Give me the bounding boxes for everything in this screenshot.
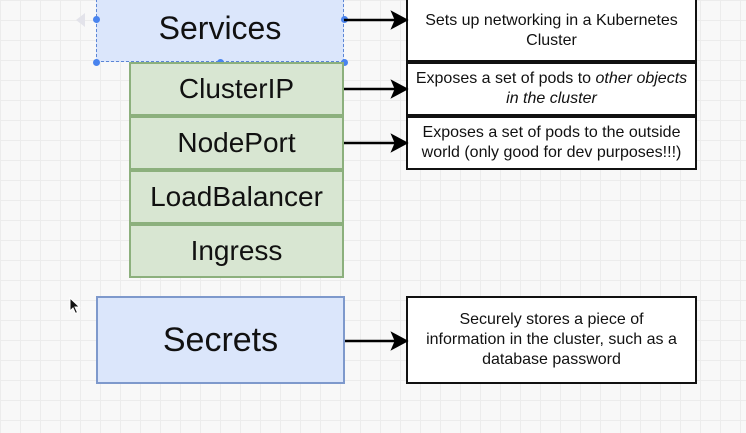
clusterip-description: Exposes a set of pods to other objects i…	[414, 69, 689, 109]
nodeport-arrowhead	[390, 133, 409, 153]
clusterip-description-italic: other objects in the cluster	[506, 70, 688, 107]
collapse-arrow-icon	[76, 13, 85, 27]
services-description: Sets up networking in a Kubernetes Clust…	[425, 12, 678, 49]
mouse-cursor-icon	[69, 297, 81, 315]
secrets-description-box[interactable]: Securely stores a piece of information i…	[406, 296, 697, 384]
nodeport-label: NodePort	[177, 127, 296, 158]
services-label: Services	[158, 9, 282, 46]
secrets-description: Securely stores a piece of information i…	[426, 311, 677, 368]
clusterip-description-box[interactable]: Exposes a set of pods to other objects i…	[406, 62, 697, 116]
nodeport-description-box[interactable]: Exposes a set of pods to the outside wor…	[406, 116, 697, 170]
ingress-box[interactable]: Ingress	[129, 224, 344, 278]
ingress-label: Ingress	[190, 235, 283, 266]
services-arrowhead	[390, 10, 409, 30]
services-description-box[interactable]: Sets up networking in a Kubernetes Clust…	[406, 0, 697, 62]
clusterip-label: ClusterIP	[178, 73, 295, 104]
nodeport-description: Exposes a set of pods to the outside wor…	[421, 124, 682, 161]
resize-handle-bottom-right[interactable]	[341, 59, 348, 66]
loadbalancer-box[interactable]: LoadBalancer	[129, 170, 344, 224]
secrets-arrowhead	[390, 331, 409, 351]
clusterip-box[interactable]: ClusterIP	[129, 62, 344, 116]
nodeport-box[interactable]: NodePort	[129, 116, 344, 170]
resize-handle-bottom-left[interactable]	[93, 59, 100, 66]
resize-handle-left[interactable]	[93, 16, 100, 23]
clusterip-description-plain: Exposes a set of pods to	[415, 70, 596, 87]
services-box[interactable]: Services	[96, 0, 344, 62]
clusterip-arrowhead	[390, 79, 409, 99]
secrets-box[interactable]: Secrets	[96, 296, 345, 384]
secrets-label: Secrets	[162, 320, 279, 359]
loadbalancer-label: LoadBalancer	[150, 181, 323, 212]
